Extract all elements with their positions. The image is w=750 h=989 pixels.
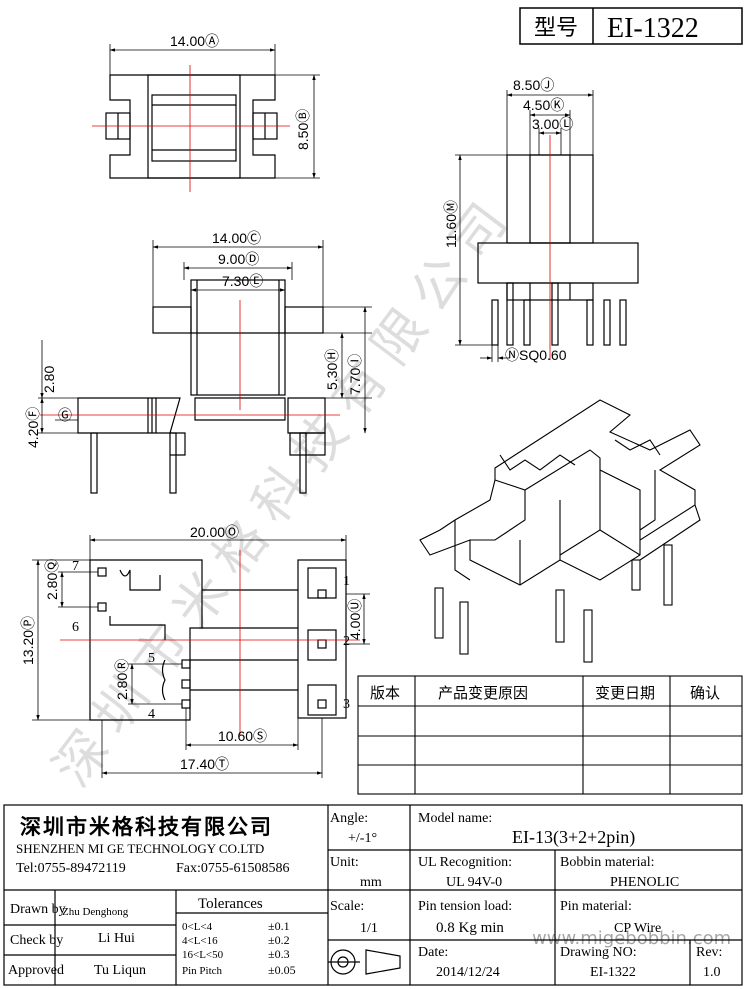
company-fax: Fax:0755-61508586 <box>176 861 290 876</box>
drawn-by-label: Drawn by <box>10 902 66 917</box>
drawing-no-label: Drawing NO: <box>560 945 637 960</box>
rev-header-reason: 产品变更原因 <box>438 685 528 702</box>
pin-label-6: 6 <box>72 620 79 635</box>
dim-c-d-e <box>152 240 324 307</box>
dim-m-label: 11.60Ⓜ <box>443 200 459 248</box>
dim-t-label: 17.40Ⓣ <box>180 756 229 772</box>
iso-view <box>419 399 701 663</box>
dim-e-label: 7.30Ⓔ <box>222 273 263 289</box>
company-name-cn: 深圳市米格科技有限公司 <box>20 815 273 839</box>
pin-label-7: 7 <box>72 559 79 574</box>
ul-value: UL 94V-0 <box>446 875 502 890</box>
check-by-label: Check by <box>10 933 63 948</box>
rev-header-version: 版本 <box>370 685 400 702</box>
pin-label-5: 5 <box>148 651 155 666</box>
check-by-value: Li Hui <box>98 931 135 946</box>
watermark-url: www.migebobbin.com <box>532 928 731 949</box>
dim-b-label: 8.50Ⓑ <box>295 109 311 150</box>
model-code: EI-1322 <box>607 13 699 44</box>
angle-label: Angle: <box>330 811 368 826</box>
tol-value-3: ±0.3 <box>268 947 290 961</box>
top-view <box>105 74 278 179</box>
ul-label: UL Recognition: <box>418 855 512 870</box>
rev-header-confirm: 确认 <box>690 685 720 702</box>
date-value: 2014/12/24 <box>436 965 500 980</box>
type-label: 型号 <box>534 15 578 40</box>
dim-h-i <box>323 306 372 434</box>
date-label: Date: <box>418 945 448 960</box>
tol-value-1: ±0.1 <box>268 919 290 933</box>
pin-material-label: Pin material: <box>560 899 632 914</box>
dim-f-g <box>38 340 78 434</box>
dim-a-label: 14.00Ⓐ <box>170 33 219 49</box>
dim-s-label: 10.60Ⓢ <box>218 728 267 744</box>
dim-p-label: 13.20Ⓟ <box>20 616 36 665</box>
rev-header-date: 变更日期 <box>595 685 655 702</box>
approved-value: Tu Liqun <box>94 963 146 978</box>
tol-range-2: 4<L<16 <box>182 935 218 947</box>
dim-l-label: 3.00Ⓛ <box>532 116 573 132</box>
dim-d-label: 9.00Ⓓ <box>218 251 259 267</box>
watermark-text: 深圳市米格科技有限公司 <box>42 182 527 798</box>
dim-h-label: 5.30Ⓗ <box>324 349 340 390</box>
title-block <box>3 804 743 986</box>
tol-range-1: 0<L<4 <box>182 921 213 933</box>
unit-value: mm <box>360 875 382 890</box>
unit-label: Unit: <box>330 855 359 870</box>
tol-range-3: 16<L<50 <box>182 949 224 961</box>
dim-f-label: 4.20Ⓕ <box>25 407 41 448</box>
bobbin-label: Bobbin material: <box>560 855 654 870</box>
watermark: 深圳市米格科技有限公司 <box>42 182 527 798</box>
drawing-no-value: EI-1322 <box>590 965 636 980</box>
dim-i-label: 7.70Ⓘ <box>347 354 363 395</box>
scale-label: Scale: <box>330 899 364 914</box>
bobbin-value: PHENOLIC <box>610 875 679 890</box>
pin-label-4: 4 <box>148 707 155 722</box>
dim-o-label: 20.00Ⓞ <box>190 524 239 540</box>
pin-tension-label: Pin tension load: <box>418 899 512 914</box>
rev-label: Rev: <box>696 945 722 960</box>
pin-label-1: 1 <box>343 574 350 589</box>
angle-value: +/-1° <box>348 831 377 846</box>
dim-a <box>109 44 276 75</box>
tol-range-4: Pin Pitch <box>182 965 223 977</box>
dim-q-label: 2.80Ⓠ <box>44 559 60 600</box>
pin-label-3: 3 <box>343 697 350 712</box>
dim-r-label: 2.80Ⓡ <box>114 659 130 700</box>
pin-tension-value: 0.8 Kg min <box>436 920 504 936</box>
dim-c-label: 14.00Ⓒ <box>212 230 261 246</box>
scale-value: 1/1 <box>360 921 378 936</box>
approved-label: Approved <box>8 963 64 978</box>
pin-label-2: 2 <box>343 634 350 649</box>
company-tel: Tel:0755-89472119 <box>16 861 126 876</box>
dim-g-label: Ⓖ <box>58 407 72 423</box>
tol-value-4: ±0.05 <box>268 963 296 977</box>
tolerances-title: Tolerances <box>198 896 263 912</box>
dim-u-label: 4.00Ⓤ <box>347 599 363 640</box>
pin-material-value: CP Wire <box>614 921 661 936</box>
dim-b <box>275 74 320 179</box>
dim-j-k-l-m-n <box>455 90 594 362</box>
revision-table <box>357 675 743 795</box>
model-name-value: EI-13(3+2+2pin) <box>512 827 635 848</box>
dim-k-label: 4.50Ⓚ <box>523 97 564 113</box>
drawn-by-value: Zhu Denghong <box>62 906 129 918</box>
type-header <box>519 7 743 45</box>
model-name-label: Model name: <box>418 811 492 826</box>
front-view <box>77 279 326 494</box>
rev-value: 1.0 <box>703 965 721 980</box>
dim-n-label: ⓃSQ0.60 <box>505 347 567 363</box>
dim-o-p-q-r-s-t-u <box>32 535 370 778</box>
company-name-en: SHENZHEN MI GE TECHNOLOGY CO.LTD <box>16 841 264 856</box>
tol-value-2: ±0.2 <box>268 933 290 947</box>
dim-j-label: 8.50Ⓙ <box>513 77 554 93</box>
dim-f-top-label: 2.80 <box>41 366 57 393</box>
